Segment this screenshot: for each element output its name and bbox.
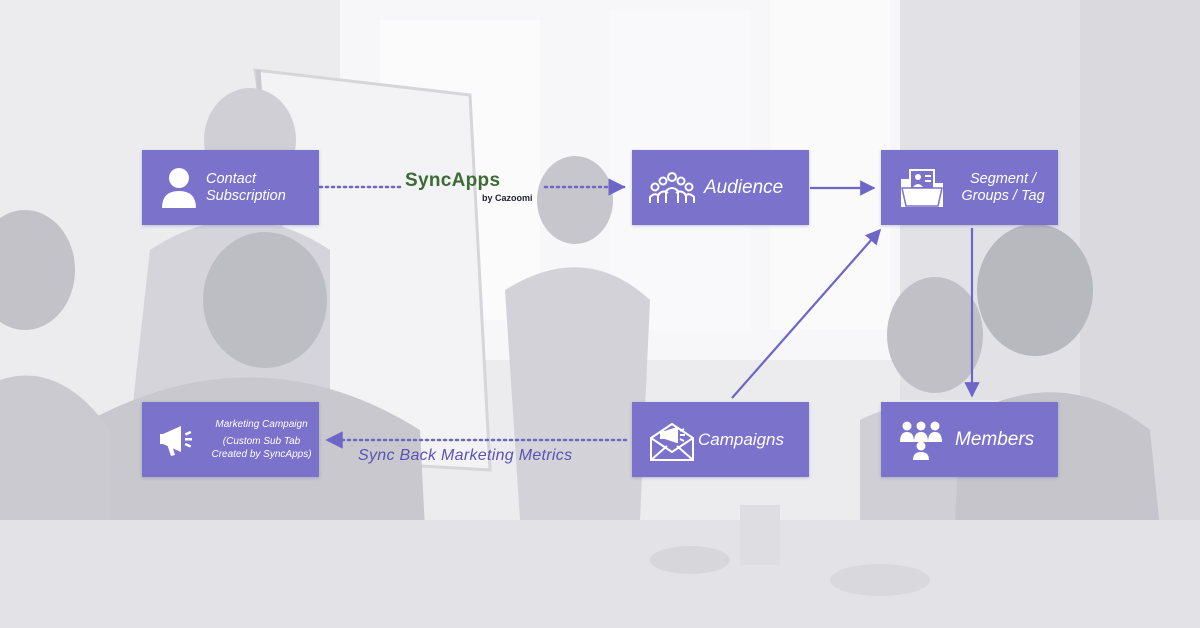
- segment-label-line2: Groups / Tag: [961, 187, 1045, 204]
- audience-label: Audience: [704, 176, 784, 198]
- marketing-label-line1: Marketing Campaign: [215, 419, 308, 430]
- contact-subscription-node: Contact Subscription: [142, 150, 319, 225]
- segment-node: Segment / Groups / Tag: [881, 150, 1058, 225]
- syncapps-logo: SyncApps: [405, 170, 500, 192]
- person-icon: [154, 166, 204, 210]
- team-icon: [895, 420, 947, 460]
- campaigns-label: Campaigns: [698, 429, 784, 449]
- syncapps-byline: by Cazoomi: [482, 193, 533, 203]
- contact-label-line1: Contact: [206, 170, 256, 187]
- audience-node: Audience: [632, 150, 809, 225]
- megaphone-icon: [156, 422, 200, 458]
- sync-back-edge-label: Sync Back Marketing Metrics: [358, 447, 573, 464]
- members-label: Members: [955, 428, 1035, 450]
- syncapps-logo-text: SyncApps: [405, 170, 501, 191]
- folder-contacts-icon: [897, 168, 947, 208]
- campaigns-node: Campaigns: [632, 402, 809, 477]
- marketing-label-line2: (Custom Sub Tab: [222, 436, 301, 447]
- segment-label-line1: Segment /: [969, 170, 1037, 187]
- edge-campaigns-to-segment: [731, 228, 882, 399]
- contact-label-line2: Subscription: [206, 187, 286, 204]
- marketing-label-line3: Created by SyncApps): [211, 449, 312, 460]
- envelope-megaphone-icon: [646, 418, 698, 462]
- group-icon: [646, 171, 698, 205]
- marketing-campaign-node: Marketing Campaign (Custom Sub Tab Creat…: [142, 402, 319, 477]
- members-node: Members: [881, 402, 1058, 477]
